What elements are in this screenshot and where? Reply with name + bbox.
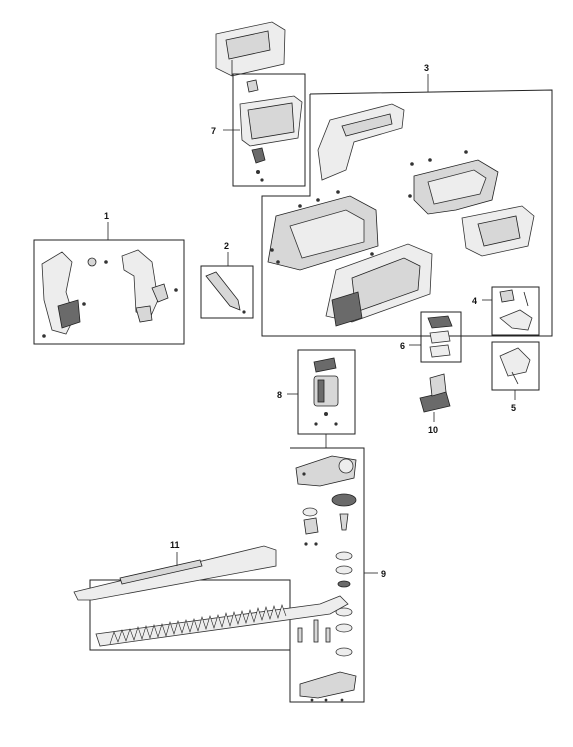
callout-7: 7 [211, 126, 216, 136]
group-3-frame [261, 89, 553, 337]
group-9-frame [89, 447, 365, 703]
group-2-switch-lever: 2 [200, 241, 254, 319]
group-5-lock-off: 5 [491, 341, 540, 413]
group-4-trigger: 4 [472, 286, 540, 336]
group-9-gearbox-blade: 9 [89, 447, 386, 703]
callout-5: 5 [511, 403, 516, 413]
group-11-blade-cover: 11 [73, 540, 277, 601]
blade [95, 595, 349, 647]
callout-4: 4 [472, 296, 477, 306]
group-3-housing-assembly: 3 [261, 63, 553, 337]
callout-6: 6 [400, 341, 405, 351]
group-10-switch-module: 10 [419, 373, 451, 435]
group-5-frame [491, 341, 540, 391]
callout-2: 2 [224, 241, 229, 251]
group-2-frame [200, 265, 254, 319]
callout-3: 3 [424, 63, 429, 73]
battery-pack [215, 21, 286, 77]
group-1-frame [33, 239, 185, 345]
callout-1: 1 [104, 211, 109, 221]
group-7-battery-holder: 7 [211, 73, 306, 187]
group-6-terminal-block: 6 [400, 311, 462, 363]
group-8-frame [297, 349, 356, 435]
callout-8: 8 [277, 390, 282, 400]
group-1-front-handle: 1 [33, 211, 185, 345]
blade-teeth [109, 604, 287, 645]
group-8-motor: 8 [277, 349, 356, 448]
group-4-frame [491, 286, 540, 336]
group-6-frame [420, 311, 462, 363]
callout-11: 11 [170, 540, 180, 550]
callout-9: 9 [381, 569, 386, 579]
callout-10: 10 [428, 425, 438, 435]
